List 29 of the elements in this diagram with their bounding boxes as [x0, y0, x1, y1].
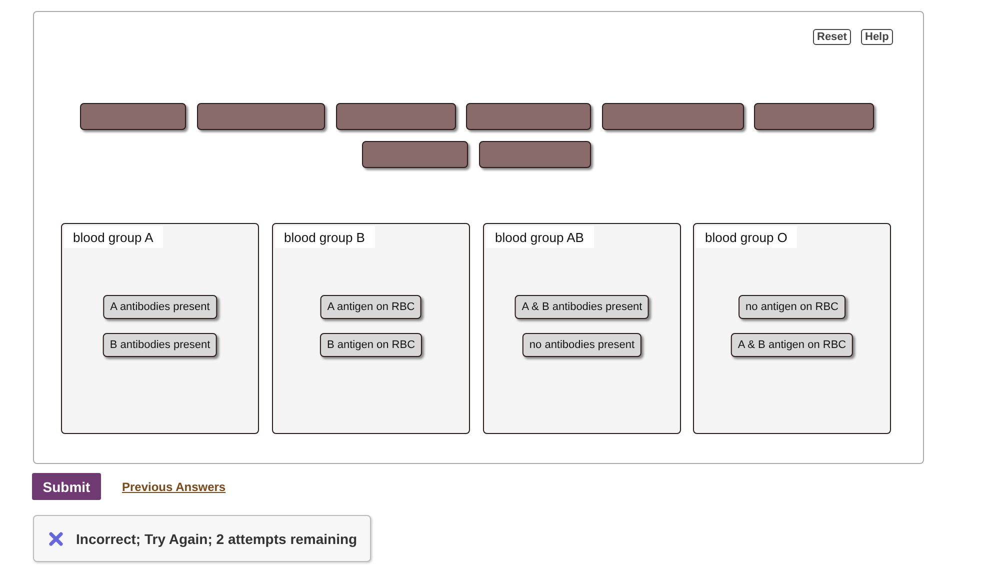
category-box: [272, 223, 470, 434]
drop-target-slot: [602, 103, 744, 130]
drop-target-slot: [80, 103, 186, 130]
drop-target-slot: [336, 103, 456, 130]
previous-answers-link: Previous Answers: [122, 480, 226, 494]
category-heading: blood group O: [696, 226, 798, 248]
answer-tile: B antibodies present: [102, 333, 218, 357]
submit-button: Submit: [32, 473, 101, 500]
drop-target-slot: [754, 103, 874, 130]
category-box: [483, 223, 681, 434]
answer-tile: A & B antigen on RBC: [730, 333, 854, 357]
answer-tile: no antigen on RBC: [738, 295, 846, 319]
answer-tile: A antigen on RBC: [320, 295, 422, 319]
drop-target-slot: [466, 103, 591, 130]
category-heading: blood group B: [275, 226, 375, 248]
feedback-text: Incorrect; Try Again; 2 attempts remaining: [76, 531, 358, 547]
category-heading: blood group AB: [486, 226, 594, 248]
category-heading: blood group A: [64, 226, 164, 248]
drop-target-slot: [197, 103, 325, 130]
answer-tile: A antibodies present: [103, 295, 217, 319]
category-box: [693, 223, 891, 434]
help-button: Help: [861, 29, 893, 45]
answer-tile: B antigen on RBC: [320, 333, 422, 357]
answer-tile: no antibodies present: [522, 333, 642, 357]
reset-button: Reset: [813, 29, 851, 45]
category-box: [61, 223, 259, 434]
answer-tile: A & B antibodies present: [514, 295, 650, 319]
drop-target-slot: [362, 141, 468, 168]
drop-target-slot: [479, 141, 591, 168]
